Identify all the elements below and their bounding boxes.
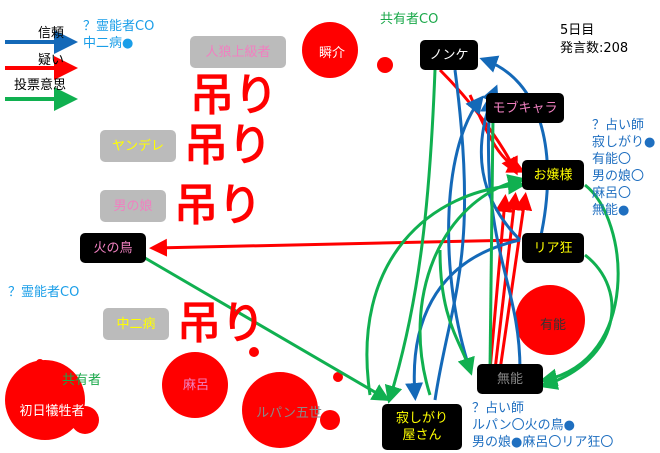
note-reino-co: ？霊能者CO [8,285,80,300]
node-maro[interactable]: 麻呂 [182,377,209,393]
legend-arrows [5,30,78,111]
node-sabishigari-line1: 寂しがり [395,411,448,426]
post-count: 発言数:208 [560,41,629,56]
node-riakyo[interactable]: リア狂 [522,233,584,263]
node-otokonoko[interactable]: 男の娘 [100,190,166,222]
legend-vote-label: 投票意思 [14,78,67,93]
note-kyoyu-co: 共有者CO [380,12,439,27]
node-nonke[interactable]: ノンケ [420,40,478,70]
legend-trust-label: 信頼 [38,26,65,41]
note-chuni-result: 中二病● [83,36,134,51]
day-counter: 5日目 [560,23,595,38]
node-sabishigari-line2: 屋さん [402,428,442,443]
node-muno[interactable]: 無能 [477,364,543,394]
legend-doubt-label: 疑い [38,53,65,68]
note-uranai1-line: 無能● [592,203,630,218]
note-chuni-co: ？霊能者CO [83,19,155,34]
hang-mark: 吊り [174,180,262,231]
note-uranai1-line: 男の娘〇 [592,169,645,184]
node-jinro[interactable]: 人狼上級者 [190,36,286,68]
node-ojousama[interactable]: お嬢様 [522,160,584,190]
note-uranai2-line: ルパン〇火の鳥● [472,418,575,433]
note-uranai1-line: 麻呂〇 [592,186,632,201]
node-sabishigari[interactable]: 寂しがり 屋さん [382,404,462,450]
node-yuno[interactable]: 有能 [539,317,566,333]
node-shunsuke[interactable]: 瞬介 [318,45,345,61]
hang-mark: 吊り [177,298,265,349]
relationship-arrows [144,55,620,404]
note-uranai2-line: 男の娘●麻呂〇リア狂〇 [472,435,614,450]
note-uranai1-line: ？占い師 [592,118,645,133]
note-uranai1-line: 有能〇 [592,152,632,167]
node-chuni[interactable]: 中二病 [103,308,169,340]
node-lupin[interactable]: ルパン五世 [256,405,322,421]
hang-mark: 吊り [190,70,278,121]
note-kyoyu: 共有者 [62,373,102,388]
hang-mark: 吊り [184,120,272,171]
splatters [5,22,585,448]
note-uranai2-line: ？占い師 [472,401,525,416]
node-mob[interactable]: モブキャラ [486,93,564,123]
note-uranai1-line: 寂しがり● [592,135,656,150]
node-yandere[interactable]: ヤンデレ [100,130,176,162]
node-first-victim[interactable]: 初日犠牲者 [19,403,85,419]
node-hinotori[interactable]: 火の鳥 [80,233,146,263]
